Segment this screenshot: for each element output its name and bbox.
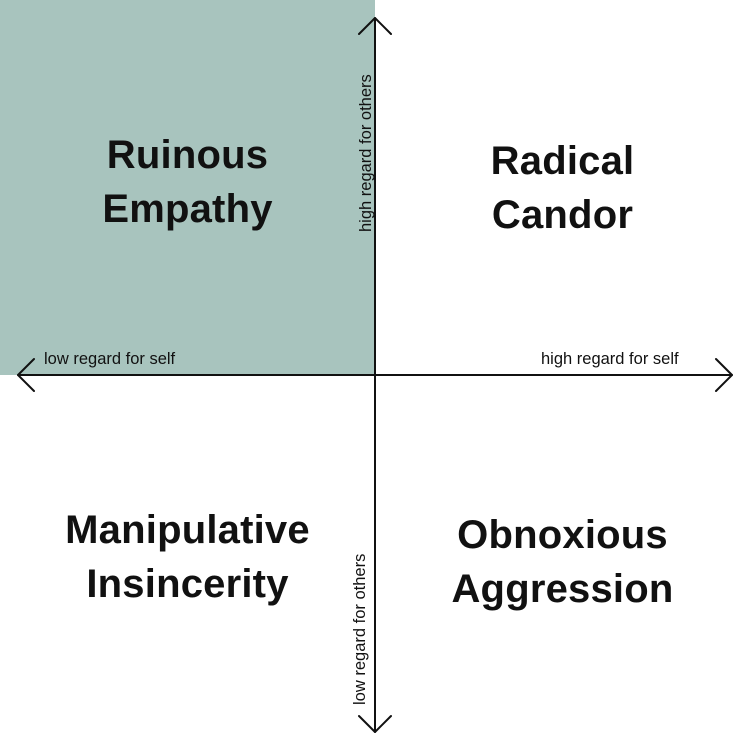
quadrant-ruinous-empathy: Ruinous Empathy [45, 128, 330, 236]
quadrant-label-line: Empathy [102, 187, 273, 231]
quadrant-manipulative-insincerity: Manipulative Insincerity [30, 503, 345, 611]
quadrant-radical-candor: Radical Candor [420, 134, 705, 242]
axis-label-low-regard-self: low regard for self [44, 350, 176, 368]
top-arrowhead [358, 17, 392, 35]
quadrant-label-line: Insincerity [86, 562, 289, 606]
quadrant-label-line: Ruinous [106, 133, 269, 177]
ruinous-empathy-highlight [0, 0, 375, 375]
axis-label-high-regard-self: high regard for self [541, 350, 679, 368]
quadrant-label-line: Radical [490, 139, 635, 183]
quadrant-label-line: Candor [491, 193, 634, 237]
bottom-arrowhead [358, 715, 392, 733]
axis-label-high-regard-others: high regard for others [357, 74, 375, 232]
quadrant-label-line: Aggression [451, 567, 674, 611]
quadrant-obnoxious-aggression: Obnoxious Aggression [420, 508, 705, 616]
quadrant-label-line: Manipulative [65, 508, 310, 552]
right-arrowhead [715, 358, 733, 392]
left-arrowhead [17, 358, 35, 392]
quadrant-label-line: Obnoxious [457, 513, 668, 557]
axis-label-low-regard-others: low regard for others [351, 553, 369, 705]
